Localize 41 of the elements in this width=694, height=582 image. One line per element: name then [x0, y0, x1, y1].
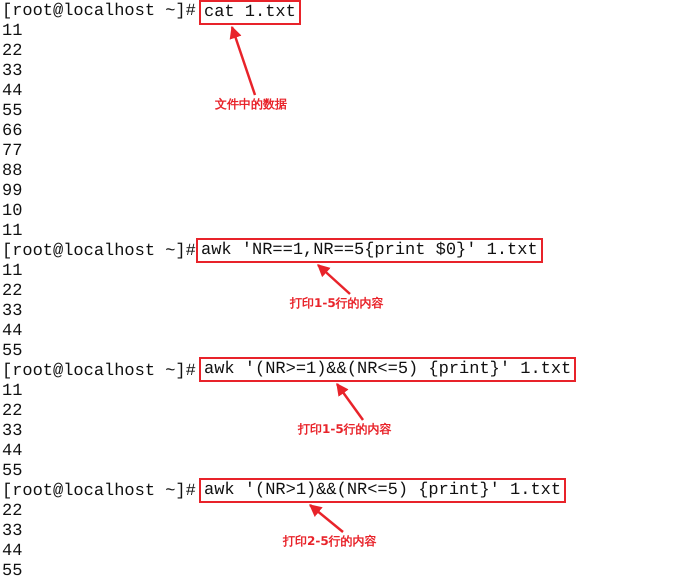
shell-prompt: [root@localhost ~]# — [2, 2, 196, 22]
output-line: 88 — [2, 162, 22, 182]
shell-prompt: [root@localhost ~]# — [2, 362, 196, 382]
output-line: 33 — [2, 522, 22, 542]
output-line: 22 — [2, 42, 22, 62]
output-line: 55 — [2, 562, 22, 582]
arrow — [309, 504, 344, 533]
command-highlight-box: awk '(NR>=1)&&(NR<=5) {print}' 1.txt — [199, 357, 576, 382]
output-line: 44 — [2, 82, 22, 102]
output-line: 22 — [2, 502, 22, 522]
output-line: 11 — [2, 262, 22, 282]
output-line: 44 — [2, 542, 22, 562]
command-highlight-box: cat 1.txt — [199, 0, 301, 25]
output-line: 11 — [2, 382, 22, 402]
output-line: 10 — [2, 202, 22, 222]
annotation-text: 打印2-5行的内容 — [283, 534, 377, 548]
output-line: 66 — [2, 122, 22, 142]
output-line: 44 — [2, 442, 22, 462]
output-line: 55 — [2, 342, 22, 362]
annotation-text: 打印1-5行的内容 — [290, 296, 384, 310]
arrow — [230, 26, 256, 96]
output-line: 77 — [2, 142, 22, 162]
output-line: 99 — [2, 182, 22, 202]
output-line: 22 — [2, 282, 22, 302]
arrow — [317, 264, 351, 295]
annotation-text: 打印1-5行的内容 — [298, 422, 392, 436]
output-line: 55 — [2, 102, 22, 122]
output-line: 33 — [2, 422, 22, 442]
shell-prompt: [root@localhost ~]# — [2, 242, 196, 262]
annotation-text: 文件中的数据 — [215, 97, 287, 111]
output-line: 33 — [2, 62, 22, 82]
arrow — [336, 382, 364, 421]
output-line: 11 — [2, 22, 22, 42]
shell-prompt: [root@localhost ~]# — [2, 482, 196, 502]
command-highlight-box: awk 'NR==1,NR==5{print $0}' 1.txt — [196, 238, 543, 263]
output-line: 22 — [2, 402, 22, 422]
command-highlight-box: awk '(NR>1)&&(NR<=5) {print}' 1.txt — [199, 478, 566, 503]
output-line: 55 — [2, 462, 22, 482]
output-line: 44 — [2, 322, 22, 342]
output-line: 11 — [2, 222, 22, 242]
output-line: 33 — [2, 302, 22, 322]
